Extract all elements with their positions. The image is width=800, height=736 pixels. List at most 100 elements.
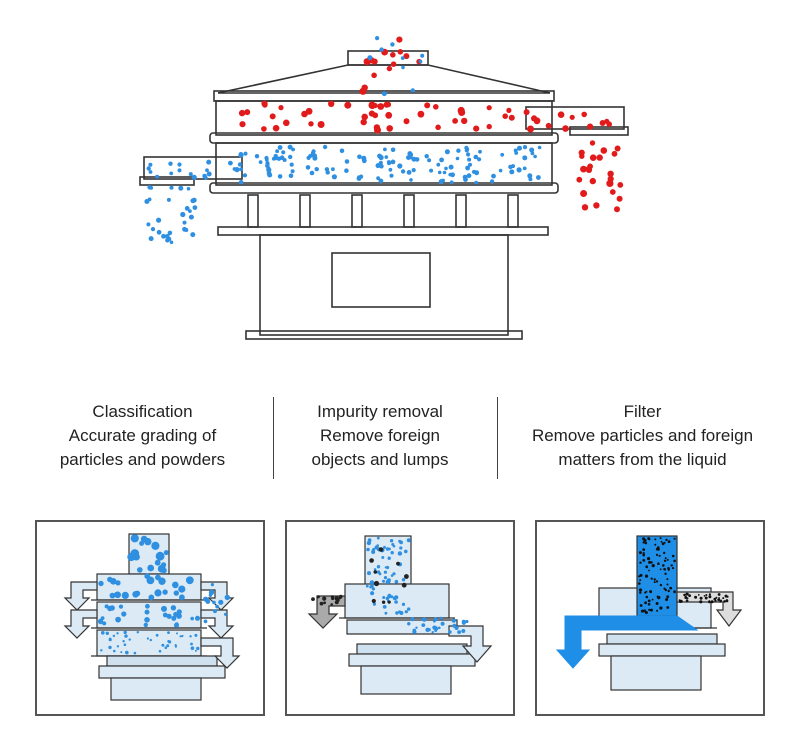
particle [213, 609, 217, 614]
particle [206, 171, 212, 177]
particle [666, 595, 670, 599]
particle [638, 588, 643, 592]
particle [383, 101, 390, 108]
particle [178, 185, 184, 191]
particle [412, 629, 417, 634]
particle [683, 593, 686, 597]
particle [659, 537, 662, 540]
particle [382, 579, 385, 583]
particle [319, 601, 324, 606]
particle [158, 649, 162, 653]
particle [508, 164, 513, 170]
particle [224, 594, 230, 601]
particle [156, 229, 162, 235]
particle [449, 180, 454, 184]
particle [642, 553, 645, 557]
particle [442, 170, 447, 175]
particle [279, 155, 285, 160]
particle [203, 619, 208, 624]
particle [715, 596, 718, 599]
particle [654, 538, 657, 541]
particle [98, 580, 104, 587]
particle [429, 168, 434, 173]
particle [359, 174, 364, 179]
particle [322, 596, 327, 601]
particle [146, 576, 155, 585]
particle [614, 145, 621, 152]
particle [170, 605, 177, 611]
particle [645, 565, 649, 569]
particle [108, 638, 112, 642]
particle [308, 121, 314, 127]
particle [359, 87, 367, 95]
particle [162, 612, 168, 618]
particle [195, 615, 200, 621]
particle [378, 154, 384, 161]
particle [667, 568, 670, 571]
particle [562, 125, 569, 132]
particle [155, 633, 159, 637]
particle [514, 151, 519, 155]
particle [167, 631, 170, 634]
particle [466, 173, 472, 179]
particle [224, 612, 228, 616]
particle [699, 600, 703, 604]
particle [331, 167, 335, 172]
filter-panel [535, 520, 765, 716]
particle [366, 540, 372, 546]
particle [600, 147, 608, 154]
particle [372, 602, 376, 606]
particle [180, 211, 186, 218]
particle [671, 567, 675, 570]
caption-line: Remove particles and foreign [531, 426, 754, 445]
particle [278, 105, 284, 111]
particle [545, 122, 552, 129]
particle [386, 65, 393, 72]
particle [404, 549, 408, 554]
particle [238, 179, 244, 185]
particle [404, 610, 408, 614]
caption-filter: Filter Remove particles and foreign matt… [505, 400, 780, 472]
particle [486, 123, 492, 130]
particle [400, 56, 405, 60]
particle [360, 118, 367, 126]
particle [651, 564, 655, 568]
particle [139, 540, 145, 546]
particle [167, 640, 170, 643]
particle [722, 597, 725, 600]
particle [215, 604, 219, 609]
particle [108, 645, 112, 650]
particle [390, 551, 394, 555]
particle [697, 594, 700, 596]
particle [399, 546, 403, 550]
particle [383, 545, 386, 549]
caption-line: particles and powders [59, 450, 226, 469]
particle [311, 597, 315, 601]
particle [725, 599, 729, 603]
base-window [331, 252, 431, 308]
particle [643, 538, 647, 542]
particle [109, 592, 116, 599]
particle [418, 59, 423, 64]
particle [587, 123, 594, 130]
particle [580, 165, 587, 173]
particle [474, 170, 480, 176]
particle [185, 576, 194, 585]
particle [465, 165, 470, 171]
particle [166, 613, 172, 619]
particle [719, 599, 723, 602]
particle [128, 638, 131, 641]
particle [162, 589, 168, 595]
particle [267, 172, 273, 178]
particle [708, 593, 711, 596]
particle [148, 162, 153, 167]
particle [666, 606, 670, 609]
particle [441, 178, 445, 183]
particle [166, 197, 171, 202]
particle [642, 548, 646, 551]
particle [642, 559, 646, 562]
particle [361, 113, 368, 121]
vibrating-sieve-diagram [139, 36, 629, 340]
classification-panel [35, 520, 265, 716]
particle [392, 572, 396, 576]
